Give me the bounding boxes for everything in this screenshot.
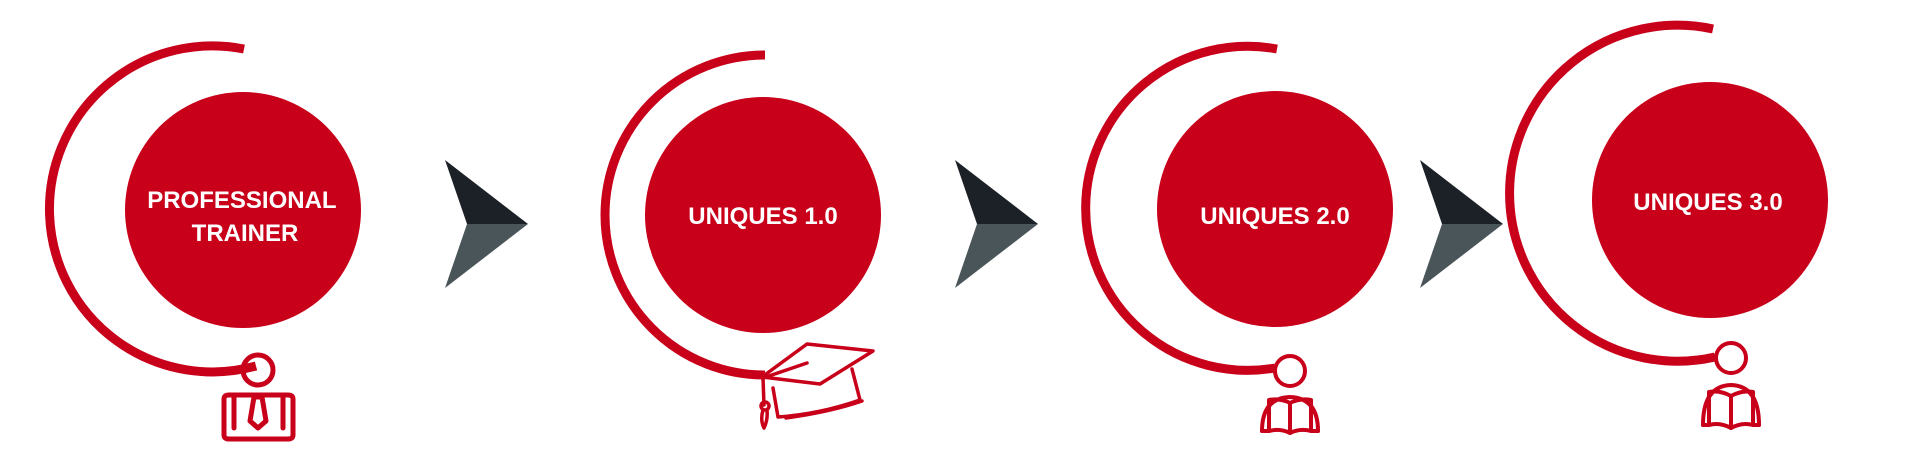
stage-3-ring-arc	[1081, 41, 1278, 375]
stage-3-label: UNIQUES 2.0	[1200, 203, 1349, 230]
stage-professional-trainer: PROFESSIONAL TRAINER	[45, 41, 361, 442]
chevron-right-icon	[445, 160, 528, 288]
chevron-right-icon	[955, 160, 1038, 288]
stage-3-circle	[1157, 91, 1393, 327]
person-reading-book-icon	[1260, 354, 1320, 435]
stage-1-label-line-1: PROFESSIONAL	[147, 187, 336, 214]
svg-text:UNIQUES 2.0: UNIQUES 2.0	[1200, 203, 1349, 230]
person-reading-book-icon	[1701, 341, 1761, 430]
stage-1-label-line-2: TRAINER	[192, 220, 299, 247]
chevron-right-icon	[1420, 160, 1503, 288]
svg-text:PROFESSIONAL TRAINER: PROFESSIONAL TRAINER	[147, 187, 343, 247]
stage-4-ring-arc	[1505, 20, 1716, 366]
svg-text:UNIQUES 3.0: UNIQUES 3.0	[1633, 189, 1782, 216]
stage-1-circle	[125, 92, 361, 328]
svg-text:UNIQUES 1.0: UNIQUES 1.0	[688, 203, 837, 230]
stage-uniques-2-0: UNIQUES 2.0	[1081, 41, 1393, 435]
stage-2-label: UNIQUES 1.0	[688, 203, 837, 230]
stage-4-label: UNIQUES 3.0	[1633, 189, 1782, 216]
graduation-cap-icon	[759, 342, 875, 430]
stage-uniques-1-0: UNIQUES 1.0	[600, 50, 881, 430]
stage-1-ring-arc	[45, 41, 258, 377]
stage-2-ring-arc	[600, 50, 766, 380]
stage-uniques-3-0: UNIQUES 3.0	[1505, 20, 1828, 430]
trainer-with-tie-icon	[221, 352, 296, 442]
stage-4-circle	[1592, 82, 1828, 318]
stage-2-circle	[645, 97, 881, 333]
